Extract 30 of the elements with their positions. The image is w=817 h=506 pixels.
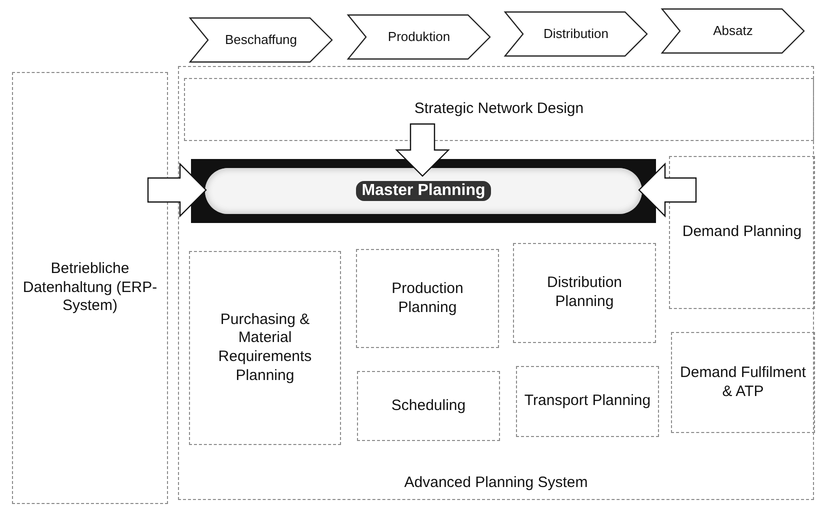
box-label: Betriebliche Datenhaltung (ERP-System): [22, 260, 158, 316]
module-box: [516, 366, 659, 437]
module-box: [189, 251, 341, 445]
box-label: Distribution Planning: [546, 274, 624, 312]
box-label: Transport Planning: [524, 392, 651, 411]
box-label: Advanced Planning System: [404, 474, 588, 493]
chevron-shape: [348, 15, 490, 59]
block-arrow: [395, 123, 450, 177]
chevron-label: Produktion: [388, 28, 450, 46]
chevron-shape: [190, 18, 332, 62]
chevron-label: Distribution: [543, 26, 609, 42]
module-box: [357, 371, 500, 441]
system-frame: [178, 66, 814, 500]
chevron-label: Beschaffung: [224, 32, 298, 48]
chevron-shape: [662, 9, 804, 53]
block-arrow: [638, 162, 697, 218]
box-label: Strategic Network Design: [414, 100, 584, 119]
chevron-shape: [505, 12, 647, 56]
module-box: [513, 243, 656, 343]
box-label: Production Planning: [390, 280, 464, 318]
bar-label: Master Planning: [356, 181, 492, 201]
master-planning-bar: [191, 159, 656, 223]
box-label: Demand Planning: [682, 223, 802, 242]
box-label: Demand Fulfilment & ATP: [679, 364, 807, 402]
module-box: [356, 249, 499, 348]
box-label: Purchasing & Material Requirements Planning: [217, 310, 313, 386]
chevron-label: Absatz: [713, 22, 753, 40]
block-arrow: [147, 162, 207, 218]
box-label: Scheduling: [391, 396, 466, 416]
module-box: [671, 332, 815, 433]
